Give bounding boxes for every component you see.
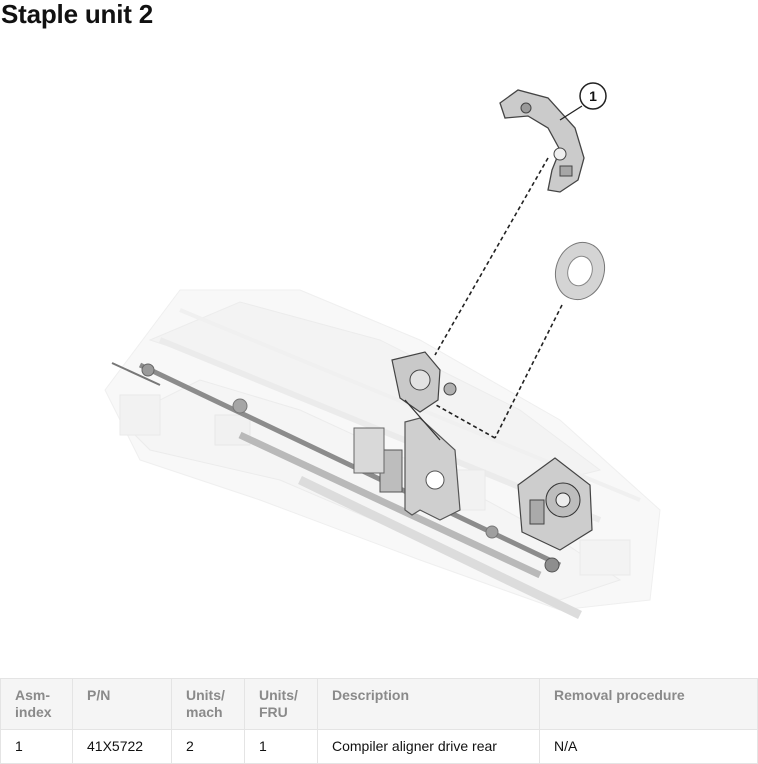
explode-lines bbox=[434, 157, 563, 439]
cell-asm-index: 1 bbox=[0, 729, 73, 764]
drive-shaft bbox=[111, 362, 562, 573]
cell-units-mach: 2 bbox=[171, 729, 245, 764]
table-header-row: Asm- index P/N Units/ mach Units/ FRU De… bbox=[0, 678, 758, 730]
table-row: 1 41X5722 2 1 Compiler aligner drive rea… bbox=[0, 729, 758, 764]
aligner-drive-rear-part bbox=[499, 89, 585, 193]
guide-bars bbox=[238, 431, 582, 620]
staple-unit-exploded-diagram: 1 bbox=[104, 82, 661, 620]
page-title: Staple unit 2 bbox=[1, 0, 153, 29]
callout-1: 1 bbox=[559, 82, 607, 121]
cell-removal-procedure: N/A bbox=[539, 729, 758, 764]
washer-part bbox=[554, 241, 606, 301]
cell-units-fru: 1 bbox=[244, 729, 318, 764]
cell-part-number: 41X5722 bbox=[72, 729, 172, 764]
motor-assembly bbox=[517, 457, 593, 551]
parts-table: Asm- index P/N Units/ mach Units/ FRU De… bbox=[0, 678, 758, 764]
header-asm-index: Asm- index bbox=[0, 678, 73, 730]
header-removal-procedure: Removal procedure bbox=[539, 678, 758, 730]
header-units-fru: Units/ FRU bbox=[244, 678, 318, 730]
callout-number: 1 bbox=[589, 88, 597, 104]
header-units-mach: Units/ mach bbox=[171, 678, 245, 730]
center-bracket bbox=[353, 417, 461, 521]
mounted-gear-assembly bbox=[391, 351, 457, 441]
header-description: Description bbox=[317, 678, 540, 730]
cell-description: Compiler aligner drive rear bbox=[317, 729, 540, 764]
header-part-number: P/N bbox=[72, 678, 172, 730]
